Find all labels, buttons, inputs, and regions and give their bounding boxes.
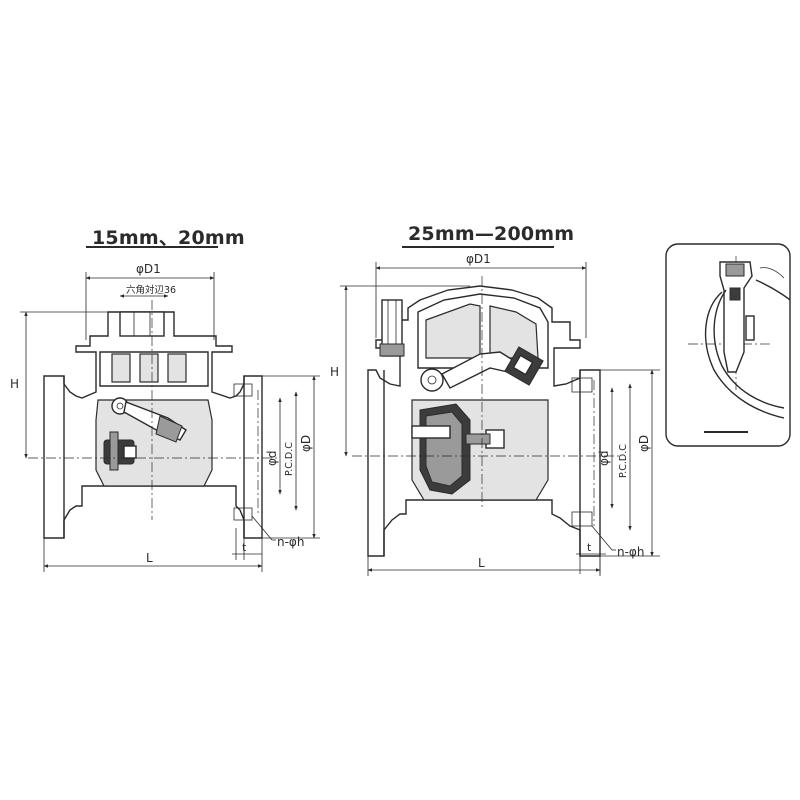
left-label-d1: φD1 <box>136 262 161 276</box>
right-cover-recess <box>425 303 481 359</box>
left-hex-nut <box>119 311 165 337</box>
right-label-nh: n-φh <box>617 545 644 559</box>
right-label-l: L <box>478 556 485 570</box>
inset-disc-arm <box>719 261 753 373</box>
right-dimensions <box>340 262 660 576</box>
left-label-pcd: P.C.D.C <box>284 442 295 476</box>
left-label-l: L <box>146 551 153 565</box>
left-bonnet-slot-1 <box>111 353 131 383</box>
left-disc <box>155 415 183 443</box>
right-leader-nh <box>591 525 613 551</box>
left-bonnet-slot-2 <box>139 353 159 383</box>
right-label-h: H <box>330 365 339 379</box>
right-disc-bolt <box>411 425 451 439</box>
right-valve-drawing <box>352 276 620 557</box>
right-label-d1: φD1 <box>466 252 491 266</box>
left-label-h: H <box>10 377 19 391</box>
left-valve-drawing <box>28 300 278 539</box>
right-view-title: 25mm—200mm <box>408 223 575 245</box>
left-view-title: 15mm、20mm <box>92 227 245 249</box>
inset-detail <box>665 243 791 447</box>
right-title-underline <box>402 246 554 248</box>
inset-seat-curve <box>704 291 785 419</box>
left-label-t: t <box>242 541 247 554</box>
right-label-pcd: P.C.D.C <box>618 444 629 478</box>
right-label-d-small: φd <box>597 450 611 466</box>
left-label-d-large: φD <box>299 435 313 452</box>
left-label-nh: n-φh <box>277 535 304 549</box>
left-bonnet-slot-3 <box>167 353 187 383</box>
left-label-hex: 六角対辺36 <box>126 284 176 296</box>
left-title-underline <box>86 246 218 248</box>
right-hinge-pin <box>420 368 444 392</box>
left-label-d-small: φd <box>265 450 279 466</box>
right-label-d-large: φD <box>637 435 651 452</box>
left-dimensions <box>20 272 320 572</box>
right-label-t: t <box>587 541 592 554</box>
left-leader-nh <box>251 515 273 541</box>
